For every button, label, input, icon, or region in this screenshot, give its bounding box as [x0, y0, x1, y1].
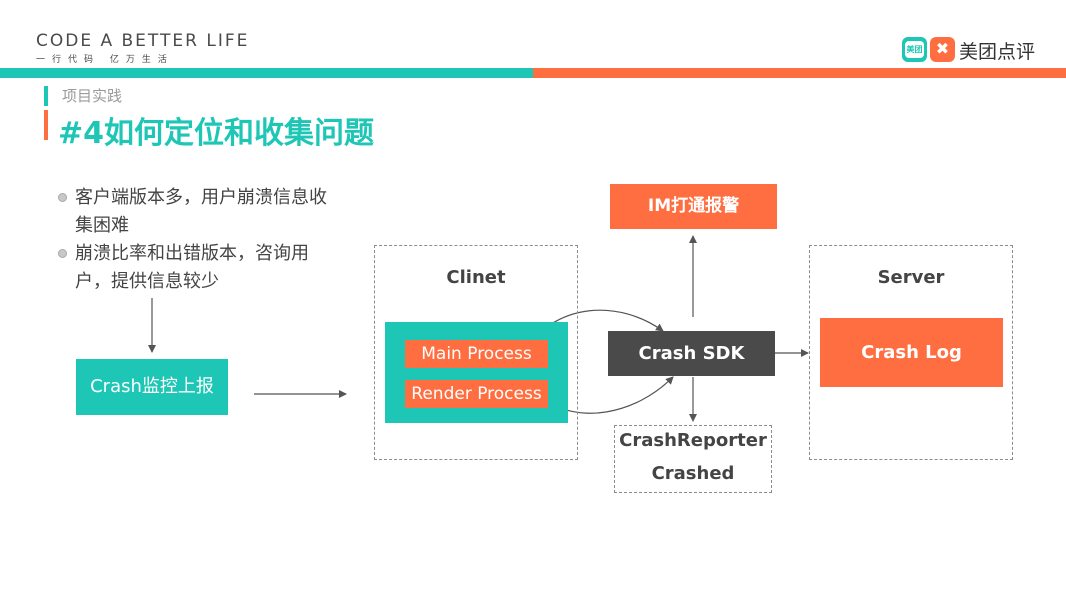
header-bar-teal: [0, 68, 533, 78]
brand-title: CODE A BETTER LIFE: [36, 31, 250, 51]
bullet-dot-icon: [58, 193, 67, 202]
crash-log-box: Crash Log: [820, 318, 1003, 387]
header-bar-orange: [533, 68, 1066, 78]
title-accent-bar: [44, 110, 48, 140]
server-title: Server: [877, 267, 945, 288]
bullet-dot-icon: [58, 249, 67, 258]
bullet-text: 客户端版本多，用户崩溃信息收集困难: [75, 187, 327, 236]
slide-title: #4如何定位和收集问题: [58, 116, 375, 151]
bullet-text: 崩溃比率和出错版本，咨询用户，提供信息较少: [75, 243, 309, 292]
meituan-logo-text: 美团: [905, 41, 924, 58]
im-alert-box: IM打通报警: [610, 184, 777, 229]
bullet-item: 客户端版本多，用户崩溃信息收集困难: [58, 184, 328, 240]
company-logo-text: 美团点评: [959, 41, 1036, 63]
dianping-logo-icon: ✖: [930, 37, 955, 62]
crash-report-box: Crash监控上报: [76, 359, 228, 415]
main-process-box: Main Process: [405, 340, 548, 368]
crash-reporter-box: [614, 425, 772, 493]
crash-reporter-label: CrashReporter: [619, 430, 767, 451]
client-title: Clinet: [446, 267, 506, 288]
bullet-item: 崩溃比率和出错版本，咨询用户，提供信息较少: [58, 240, 328, 296]
crashed-label: Crashed: [651, 463, 735, 484]
section-label: 项目实践: [62, 87, 123, 105]
crash-sdk-box: Crash SDK: [608, 331, 775, 376]
meituan-logo-icon: 美团: [902, 37, 927, 62]
section-accent-bar: [44, 86, 48, 106]
brand-subtitle: 一行代码 亿万生活: [36, 55, 174, 65]
client-box: Clinet: [374, 245, 578, 460]
server-box: Server: [809, 245, 1013, 460]
render-process-box: Render Process: [405, 380, 548, 408]
